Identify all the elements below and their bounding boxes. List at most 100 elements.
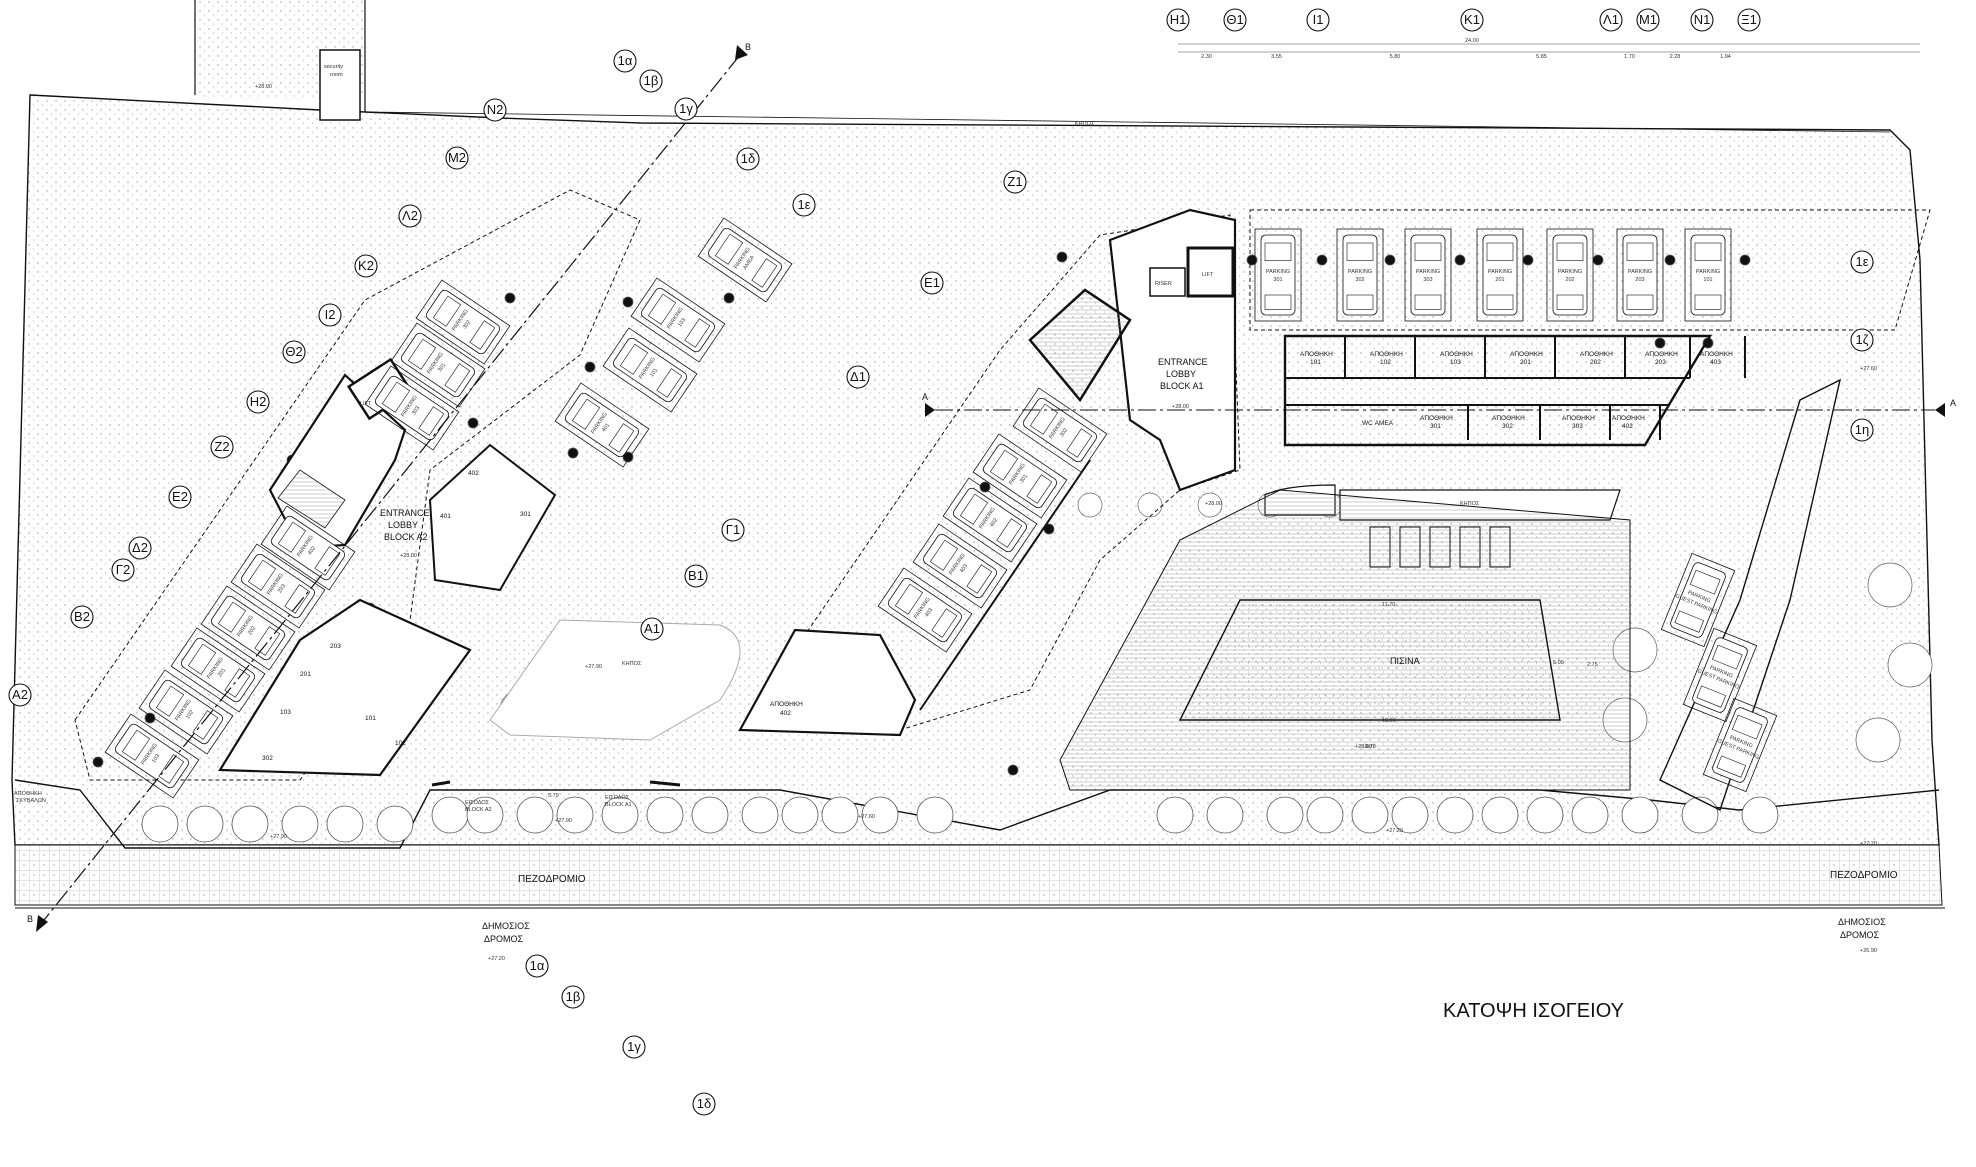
axis-left-4: Ι2 [318, 303, 342, 327]
security-room [319, 49, 361, 121]
block-a1-parking-edge [919, 459, 1091, 711]
axis-diag-1: Ε1 [920, 271, 944, 295]
storage-a2-1: 401 [440, 513, 451, 520]
storage-r1-num-4: 202 [1590, 359, 1601, 366]
axis-left-9-label: Δ2 [132, 540, 148, 555]
storage-r2-num-1: 302 [1502, 423, 1513, 430]
axis-section-1-label: 1β [644, 73, 659, 88]
section-line-bb [39, 54, 741, 926]
section-b-bottom: B [27, 914, 33, 924]
tree-right-1 [1887, 642, 1933, 688]
parking-a2-6-num: 201 [217, 667, 227, 678]
top-dim-0: 2.30 [1201, 54, 1212, 60]
elev-a1-south: +28.00 [1205, 501, 1222, 507]
axis-top-2: Ι1 [1306, 8, 1330, 32]
axis-left-1: Μ2 [445, 146, 469, 170]
storage-r2-word-0: ΑΠΟΘΗΚΗ [1420, 415, 1453, 422]
tree-south-20 [1266, 796, 1304, 834]
tree-south-13 [741, 796, 779, 834]
block-a1-lift [1186, 246, 1235, 298]
column-7 [1056, 251, 1068, 263]
top-dim-5: 2.28 [1670, 54, 1681, 60]
axis-top-5: Μ1 [1636, 8, 1660, 32]
axis-left-8: Ε2 [168, 485, 192, 509]
parking-a1-group: PARKING302PARKING301PARKING402PARKING403… [877, 387, 1108, 653]
security-room-label-1: security [324, 64, 343, 70]
storage-r1-num-0: 101 [1310, 359, 1321, 366]
lift-a2-label: LIFT [360, 401, 372, 407]
column-15 [1664, 254, 1676, 266]
column-20 [92, 756, 104, 768]
tree-south-17 [916, 796, 954, 834]
column-13 [1522, 254, 1534, 266]
axis-diag-1-label: Ε1 [924, 275, 940, 290]
section-a-left: A [922, 392, 928, 402]
storage-r1-num-6: 403 [1710, 359, 1721, 366]
parking-a1-4-num: 403 [924, 607, 934, 618]
axis-diag-2: Δ1 [846, 365, 870, 389]
pool [1178, 599, 1561, 721]
elev-gate: +27.90 [555, 818, 572, 824]
axis-diag-5-label: Α1 [644, 621, 660, 636]
axis-section-4-label: 1ε [797, 197, 810, 212]
elev-corner: +27.20 [1860, 841, 1877, 847]
tree-south-1 [186, 805, 224, 843]
lawn-left [489, 619, 741, 741]
storage-r2-word-3: ΑΠΟΘΗΚΗ [1612, 415, 1645, 422]
wc-label: WC ΑΜΕΑ [1362, 420, 1394, 427]
tree-south-2 [231, 805, 269, 843]
column-4 [467, 417, 479, 429]
axis-left-3: Κ2 [354, 254, 378, 278]
axis-top-0: Η1 [1166, 8, 1190, 32]
tree-south-21 [1306, 796, 1344, 834]
elev-garden-right: +27.20 [1386, 828, 1403, 834]
storage-a2-4: 201 [300, 671, 311, 678]
parking-top-3-num: 201 [1495, 277, 1504, 283]
pool-dim-2: 18.06 [1382, 718, 1396, 724]
storage-a2-8: 302 [262, 755, 273, 762]
axis-right-2: 1η [1850, 418, 1874, 442]
axis-left-5: Θ2 [282, 340, 306, 364]
entrance-a1-3: BLOCK A1 [1160, 381, 1204, 391]
parking-a2-3-num: 402 [307, 545, 317, 556]
storage-r2-word-1: ΑΠΟΘΗΚΗ [1492, 415, 1525, 422]
axis-section-1: 1β [639, 69, 663, 93]
storage-left-1: ΑΠΟΘΗΚΗ [14, 791, 42, 797]
parking-a2-0-num: 302 [462, 319, 472, 330]
storage-r1-num-2: 103 [1450, 359, 1461, 366]
entrance-gates [431, 780, 681, 787]
axis-bottom-1: 1β [561, 985, 585, 1009]
column-21 [144, 712, 156, 724]
sidewalk-label-right: ΠΕΖΟΔΡΟΜΙΟ [1830, 870, 1898, 881]
parking-a2-7-num: 102 [185, 709, 195, 720]
axis-left-5-label: Θ2 [285, 344, 302, 359]
pool-dim-1: 11.70 [1382, 602, 1395, 608]
public-road-left-1: ΔΗΜΟΣΙΟΣ [482, 921, 530, 931]
parking-top-6-word: PARKING [1696, 269, 1720, 275]
top-dim-3: 5.85 [1536, 54, 1547, 60]
storage-r1-word-6: ΑΠΟΘΗΚΗ [1700, 351, 1733, 358]
axis-section-3-label: 1δ [741, 151, 755, 166]
axis-diag-3: Γ1 [721, 518, 745, 542]
top-parking-bay [1249, 209, 1931, 331]
tree-right-0 [1867, 562, 1913, 608]
tree-south-4 [326, 805, 364, 843]
storage-a2-3: 203 [330, 643, 341, 650]
parking-top-3-word: PARKING [1488, 269, 1512, 275]
parking-a2-4-num: 203 [277, 583, 287, 594]
parking-top-2-word: PARKING [1416, 269, 1440, 275]
